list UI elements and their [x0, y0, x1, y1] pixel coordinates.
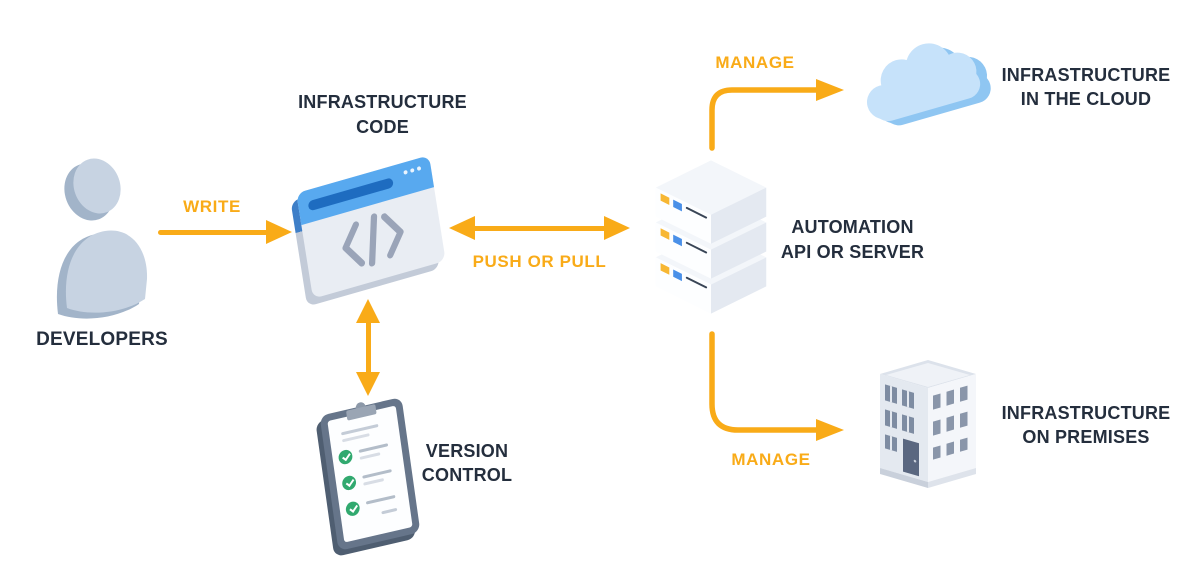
write-edge-label: WRITE: [183, 197, 241, 216]
version-control-label: VERSION CONTROL: [421, 441, 513, 485]
infrastructure-premises-label: INFRASTRUCTURE ON PREMISES: [1001, 403, 1171, 447]
push-pull-edge-label: PUSH OR PULL: [472, 252, 607, 271]
checkmark-icon: [341, 474, 357, 492]
building-icon: [880, 360, 976, 488]
manage-cloud-arrow: [709, 79, 844, 151]
browser-code-icon: [290, 146, 466, 318]
manage-cloud-edge-label: MANAGE: [715, 53, 795, 72]
infrastructure-cloud-label: INFRASTRUCTURE IN THE CLOUD: [1001, 65, 1171, 109]
manage-premises-edge-label: MANAGE: [731, 450, 811, 469]
browser-address-bar: [307, 177, 394, 212]
server-stack-icon: [655, 160, 767, 314]
developers-label: DEVELOPERS: [36, 329, 168, 350]
cloud-icon: [866, 43, 991, 126]
manage-premises-arrow: [709, 331, 844, 441]
code-brackets-icon: [342, 213, 404, 267]
developer-person-icon: [56, 158, 148, 319]
automation-api-label: AUTOMATION API OR SERVER: [780, 217, 925, 262]
write-arrow: [158, 220, 292, 244]
infrastructure-code-label: INFRASTRUCTURE CODE: [298, 92, 467, 137]
checkmark-icon: [337, 448, 354, 466]
clipboard-paper: [327, 405, 413, 543]
push-pull-arrow: [449, 216, 630, 240]
checkmark-icon: [344, 500, 361, 518]
version-sync-arrow: [356, 299, 380, 396]
